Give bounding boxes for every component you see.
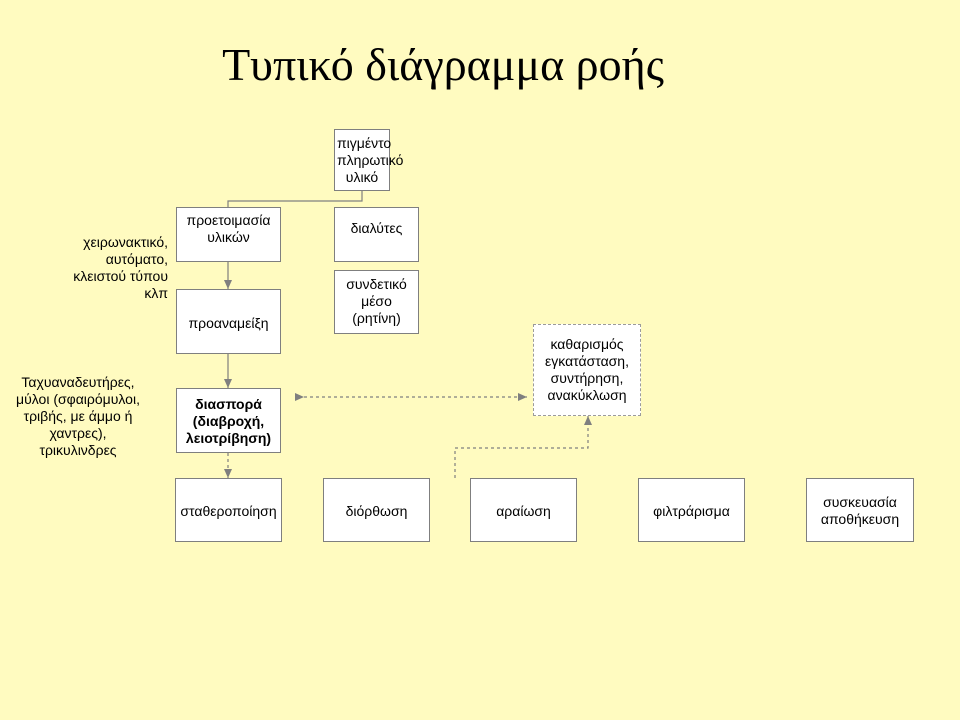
box-dispersion-label: διασπορά (διαβροχή, λειοτρίβηση) bbox=[185, 396, 272, 446]
box-packaging-label: συσκευασία αποθήκευση bbox=[820, 494, 900, 527]
box-correction-label: διόρθωση bbox=[345, 503, 408, 519]
box-cleaning[interactable]: καθαρισμός εγκατάσταση, συντήρηση, ανακύ… bbox=[533, 324, 641, 416]
box-cleaning-label: καθαρισμός εγκατάσταση, συντήρηση, ανακύ… bbox=[545, 336, 629, 403]
box-stabilization-label: σταθεροποίηση bbox=[180, 503, 277, 519]
box-dispersion[interactable]: διασπορά (διαβροχή, λειοτρίβηση) bbox=[176, 388, 281, 453]
box-solvents-label: διαλύτες bbox=[350, 220, 403, 236]
box-pigment-label: πιγμέντο πληρωτικό υλικό bbox=[337, 135, 404, 185]
note-mills: Ταχυαναδευτήρες, μύλοι (σφαιρόμυλοι, τρι… bbox=[16, 374, 140, 458]
box-filtering[interactable]: φιλτράρισμα bbox=[638, 478, 745, 542]
connector-pigment-preparation bbox=[227, 191, 363, 207]
box-binder-label: συνδετικό μέσο (ρητίνη) bbox=[346, 276, 407, 326]
box-preparation-label: προετοιμασία υλικών bbox=[186, 212, 271, 245]
box-dilution[interactable]: αραίωση bbox=[470, 478, 577, 542]
box-premixing-label: προαναμείξη bbox=[188, 315, 269, 331]
box-packaging[interactable]: συσκευασία αποθήκευση bbox=[806, 478, 914, 542]
box-premixing[interactable]: προαναμείξη bbox=[176, 289, 281, 354]
box-pigment[interactable]: πιγμέντο πληρωτικό υλικό bbox=[334, 129, 404, 191]
box-filtering-label: φιλτράρισμα bbox=[653, 503, 730, 519]
box-binder[interactable]: συνδετικό μέσο (ρητίνη) bbox=[334, 270, 419, 334]
page-title: Τυπικό διάγραμμα ροής bbox=[222, 39, 664, 90]
arrow-correction-cleaning bbox=[454, 416, 592, 478]
box-preparation[interactable]: προετοιμασία υλικών bbox=[176, 207, 281, 262]
note-mixers: χειρωνακτικό, αυτόματο, κλειστού τύπου κ… bbox=[73, 234, 168, 301]
box-correction[interactable]: διόρθωση bbox=[323, 478, 430, 542]
box-stabilization[interactable]: σταθεροποίηση bbox=[175, 478, 282, 542]
box-dilution-label: αραίωση bbox=[496, 503, 551, 519]
box-solvents[interactable]: διαλύτες bbox=[334, 207, 419, 262]
